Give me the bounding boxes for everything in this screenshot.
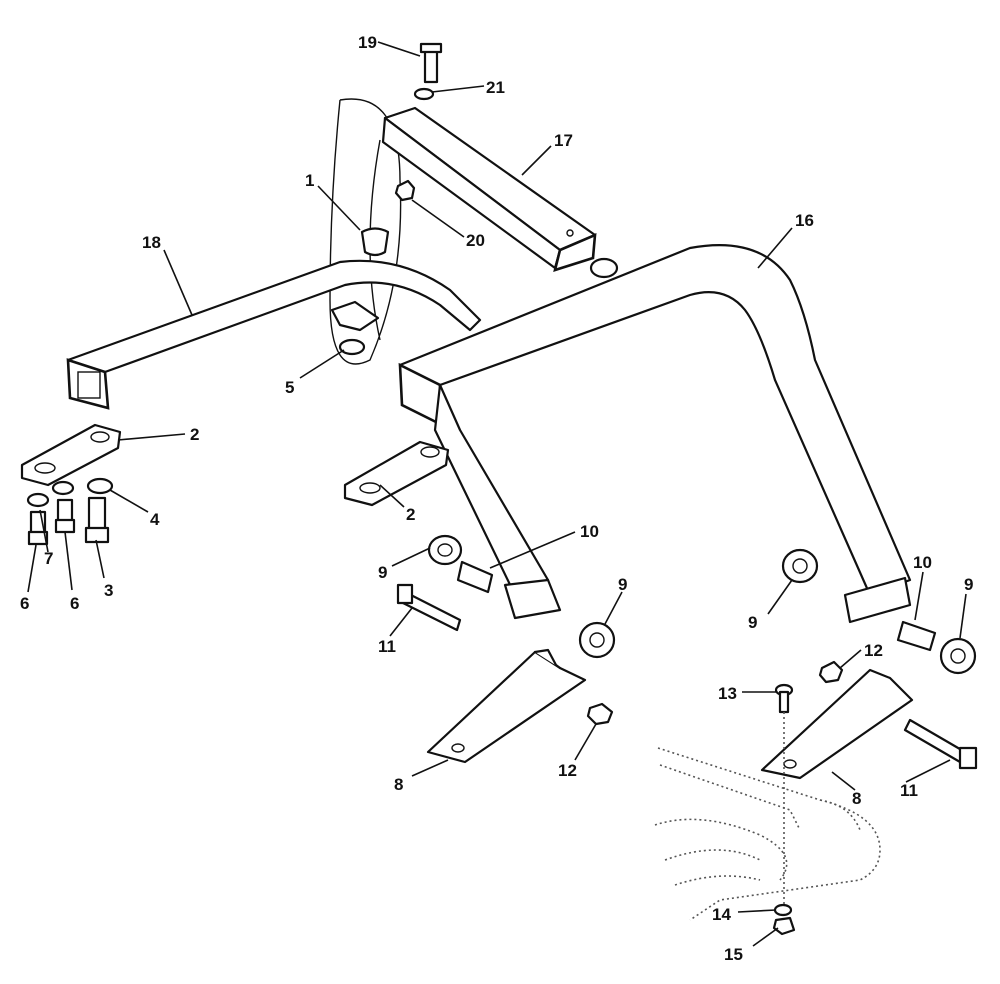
- part-4-washer: [86, 477, 114, 495]
- part-13-carriage-bolt: [774, 683, 794, 714]
- callout-15: 15: [724, 945, 743, 964]
- part-9-bushing-left-a: [427, 534, 463, 566]
- part-3-bolt: [84, 496, 110, 544]
- callout-9-left-a: 9: [378, 563, 387, 582]
- callout-7: 7: [44, 549, 53, 568]
- part-17-cross-tube: [381, 106, 597, 272]
- callout-11-left: 11: [378, 637, 396, 656]
- part-9-bushing-right-b: [939, 637, 977, 675]
- callout-19: 19: [358, 33, 377, 52]
- callout-1: 1: [305, 171, 314, 190]
- bushing-top: [589, 257, 619, 279]
- callout-labels: 19 21 17 1 20 18 16 5 2 4 7 3 6 6 2 10 9…: [20, 33, 973, 964]
- part-12-nut-left: [586, 702, 614, 726]
- callout-18: 18: [142, 233, 161, 252]
- callout-5: 5: [285, 378, 294, 397]
- part-9-bushing-left-b: [578, 621, 616, 659]
- callout-12-right: 12: [864, 641, 883, 660]
- part-18-bracket-tab: [330, 300, 380, 332]
- callout-10-right: 10: [913, 553, 932, 572]
- callout-16: 16: [795, 211, 814, 230]
- callout-21: 21: [486, 78, 505, 97]
- callout-9-right-b: 9: [964, 575, 973, 594]
- leader-lines: [27, 41, 967, 947]
- callout-3: 3: [104, 581, 113, 600]
- part-16-main-tube: [398, 244, 912, 624]
- callout-2-left: 2: [190, 425, 199, 444]
- part-20-nut: [394, 179, 416, 202]
- part-9-bushing-right-a: [781, 548, 819, 584]
- callout-9-left-b: 9: [618, 575, 627, 594]
- callout-6-b: 6: [70, 594, 79, 613]
- callout-11-right: 11: [900, 781, 918, 800]
- part-7-washer-b: [51, 480, 75, 496]
- callout-2-right: 2: [406, 505, 415, 524]
- part-11-bolt-right: [903, 718, 978, 770]
- callout-6-a: 6: [20, 594, 29, 613]
- part-2-plate-right: [343, 440, 450, 507]
- callout-8-left: 8: [394, 775, 403, 794]
- part-19-bolt: [419, 42, 443, 84]
- callout-10-left: 10: [580, 522, 599, 541]
- callout-8-right: 8: [852, 789, 861, 808]
- part-11-bolt-left: [396, 583, 462, 632]
- part-7-washer: [26, 492, 50, 508]
- callout-9-right-a: 9: [748, 613, 757, 632]
- part-10-spacer-left: [456, 560, 494, 594]
- callout-13: 13: [718, 684, 737, 703]
- callout-4: 4: [150, 510, 160, 529]
- part-2-plate-left: [20, 423, 122, 487]
- part-14-washer: [773, 903, 793, 917]
- callout-17: 17: [554, 131, 573, 150]
- part-5-washer: [338, 338, 366, 356]
- part-18-left-tube: [66, 259, 482, 410]
- mower-deck-outline: [654, 747, 881, 921]
- part-21-washer: [413, 87, 435, 101]
- callout-12-left: 12: [558, 761, 577, 780]
- part-6-bolt-b: [54, 498, 76, 534]
- part-6-bolt-a: [27, 510, 49, 546]
- part-12-nut-right: [818, 660, 844, 684]
- part-10-spacer-right: [896, 620, 937, 652]
- callout-14: 14: [712, 905, 731, 924]
- part-15-nut: [772, 916, 796, 936]
- callout-20: 20: [466, 231, 485, 250]
- part-8-bracket-left: [426, 648, 587, 764]
- part-1-bushing: [360, 227, 390, 257]
